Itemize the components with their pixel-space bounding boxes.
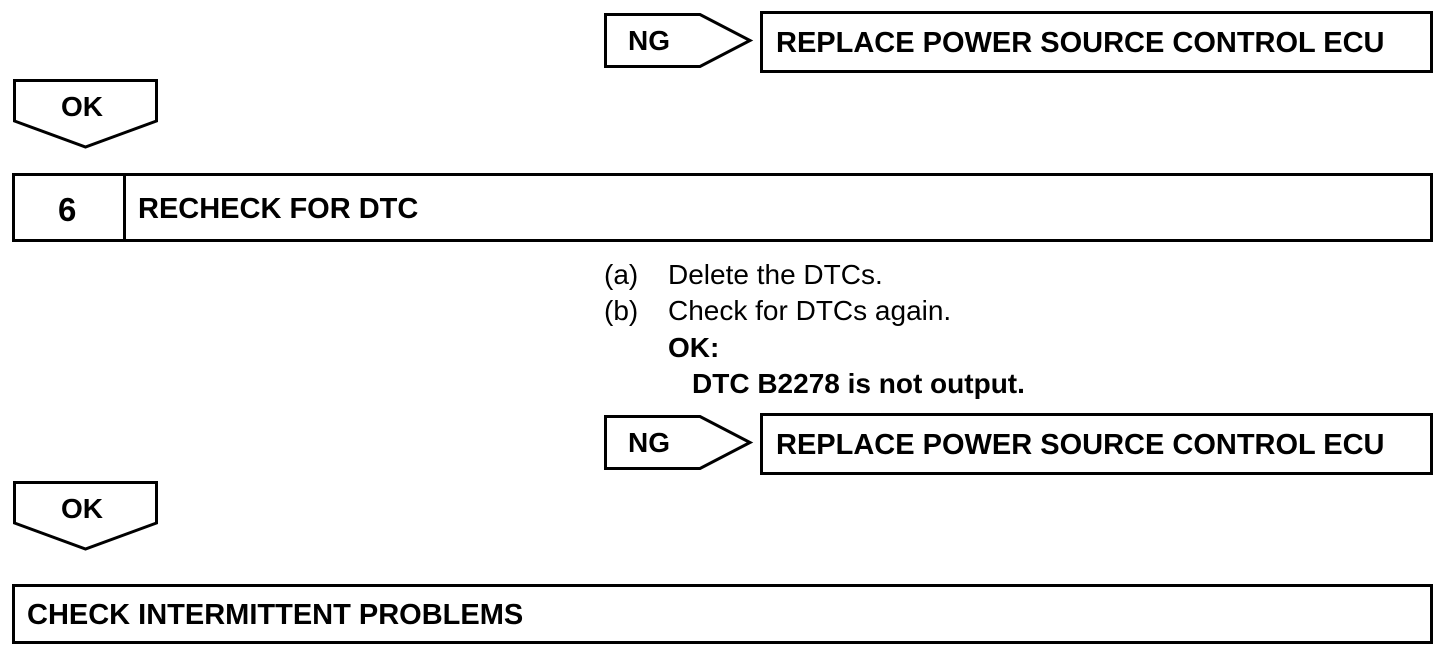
ng-action-box-1: REPLACE POWER SOURCE CONTROL ECU <box>760 11 1433 73</box>
final-step-box: CHECK INTERMITTENT PROBLEMS <box>12 584 1433 644</box>
ng-arrow-2-shape <box>604 415 754 470</box>
ok-arrow-2-shape <box>13 481 158 551</box>
ok-arrow-1-label: OK <box>61 91 103 122</box>
ng-action-label-1: REPLACE POWER SOURCE CONTROL ECU <box>776 27 1385 59</box>
ng-action-box-2: REPLACE POWER SOURCE CONTROL ECU <box>760 413 1433 475</box>
instruction-b-text: Check for DTCs again. <box>668 295 952 326</box>
instruction-b-marker: (b) <box>604 295 639 326</box>
step-header-divider <box>123 176 126 239</box>
ok-arrow-2-label: OK <box>61 493 103 524</box>
instruction-a-text: Delete the DTCs. <box>668 259 883 290</box>
ng-arrow-1-label: NG <box>628 25 670 56</box>
step-title: RECHECK FOR DTC <box>138 193 419 225</box>
step-number: 6 <box>58 191 77 228</box>
step-6-header: 6 RECHECK FOR DTC <box>12 173 1433 242</box>
final-step-title: CHECK INTERMITTENT PROBLEMS <box>27 599 524 631</box>
result-label: OK: <box>668 332 720 363</box>
result-text: DTC B2278 is not output. <box>692 368 1025 399</box>
instruction-a-marker: (a) <box>604 259 639 290</box>
ng-action-label-2: REPLACE POWER SOURCE CONTROL ECU <box>776 429 1385 461</box>
ng-arrow-1-shape <box>604 13 754 68</box>
ok-arrow-1-shape <box>13 79 158 149</box>
ng-arrow-2-label: NG <box>628 427 670 458</box>
